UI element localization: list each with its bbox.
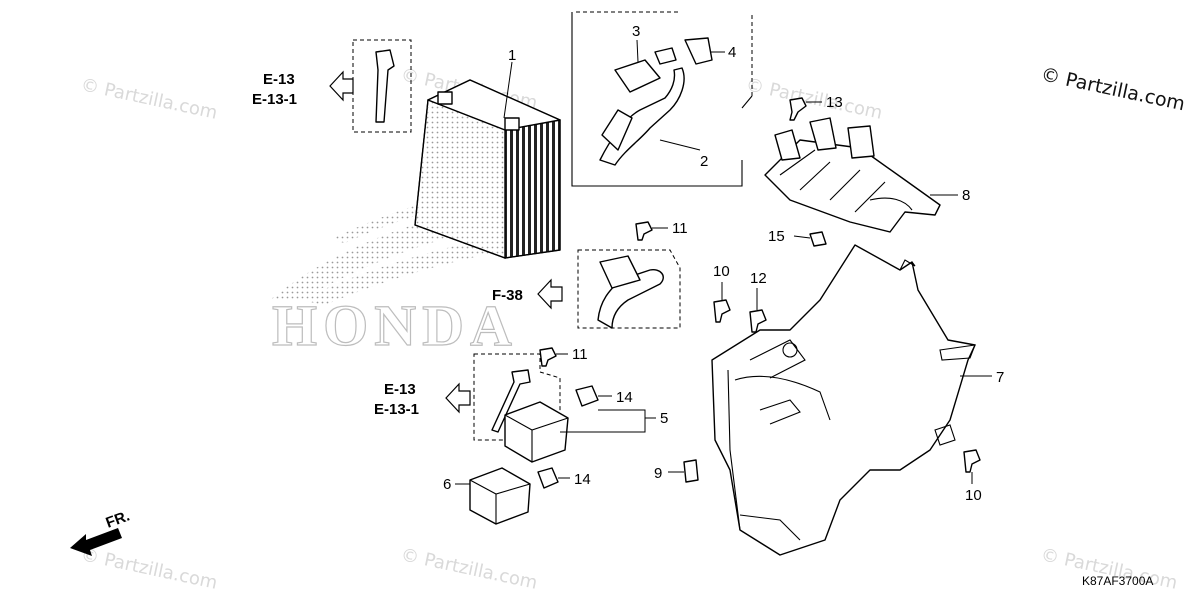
callout-5: 5 (660, 410, 668, 427)
relay-5 (504, 401, 569, 463)
diagram-code: K87AF3700A (1082, 574, 1153, 588)
bolt-11-upper (635, 221, 653, 241)
bolt-10-lower (963, 449, 981, 473)
dashed-group-cable (352, 39, 412, 133)
copyright-text: © Partzilla.com (1039, 63, 1187, 115)
callout-11b: 11 (572, 346, 588, 363)
group-bracket-2 (571, 12, 753, 187)
ref-top-left[interactable]: E-13 E-13-1 (252, 70, 354, 108)
callout-2: 2 (700, 153, 708, 170)
watermark: © Partzilla.com (79, 544, 219, 593)
terminal-cover-4 (684, 37, 713, 65)
ref-f38[interactable]: F-38 (492, 278, 563, 310)
callout-15: 15 (768, 228, 785, 245)
ref-label-e13[interactable]: E-13 (263, 71, 295, 88)
screw-13 (789, 97, 807, 121)
bolt-10-upper (713, 299, 731, 323)
dashed-group-f38 (577, 249, 681, 329)
watermark: © Partzilla.com (399, 544, 539, 593)
ref-label-e13-1[interactable]: E-13-1 (252, 91, 297, 108)
callout-12: 12 (750, 270, 767, 287)
brand-watermark: HONDA (272, 293, 518, 358)
front-label: FR. (104, 508, 133, 532)
watermark: © Partzilla.com (79, 74, 219, 123)
callout-4: 4 (728, 44, 736, 61)
callout-7: 7 (996, 369, 1004, 386)
bolt-11-lower (539, 347, 557, 367)
ref-arrow-icon (445, 382, 471, 414)
ref-lower-left[interactable]: E-13 E-13-1 (374, 381, 471, 418)
fr-arrow-icon (70, 528, 122, 556)
callout-13: 13 (826, 94, 843, 111)
battery (414, 79, 561, 259)
relay-6 (469, 467, 531, 525)
callout-11: 11 (672, 220, 688, 237)
fuse-15 (809, 231, 827, 247)
ref-label-f38[interactable]: F-38 (492, 287, 523, 304)
callout-10: 10 (713, 263, 730, 280)
callout-1: 1 (508, 47, 516, 64)
callout-14: 14 (616, 389, 633, 406)
ref-label-e13-lower[interactable]: E-13 (384, 381, 416, 398)
callout-6: 6 (443, 476, 451, 493)
callout-14b: 14 (574, 471, 591, 488)
screw-12 (749, 309, 767, 333)
clip-9 (683, 459, 699, 483)
callout-9: 9 (654, 465, 662, 482)
battery-case (711, 244, 976, 556)
fuse-14-upper (575, 385, 599, 407)
ref-arrow-icon (329, 70, 354, 102)
ref-label-e13-1-lower[interactable]: E-13-1 (374, 401, 419, 418)
watermark: © Partzilla.com (744, 74, 884, 123)
callout-3: 3 (632, 23, 640, 40)
fuse-14-lower (537, 467, 559, 489)
callout-8: 8 (962, 187, 970, 204)
terminal-cover-3 (614, 59, 661, 93)
cable-terminal (375, 49, 395, 123)
ref-arrow-icon (537, 278, 563, 310)
battery-tray (764, 117, 941, 233)
callout-10b: 10 (965, 487, 982, 504)
dashed-group-relay (473, 353, 561, 441)
